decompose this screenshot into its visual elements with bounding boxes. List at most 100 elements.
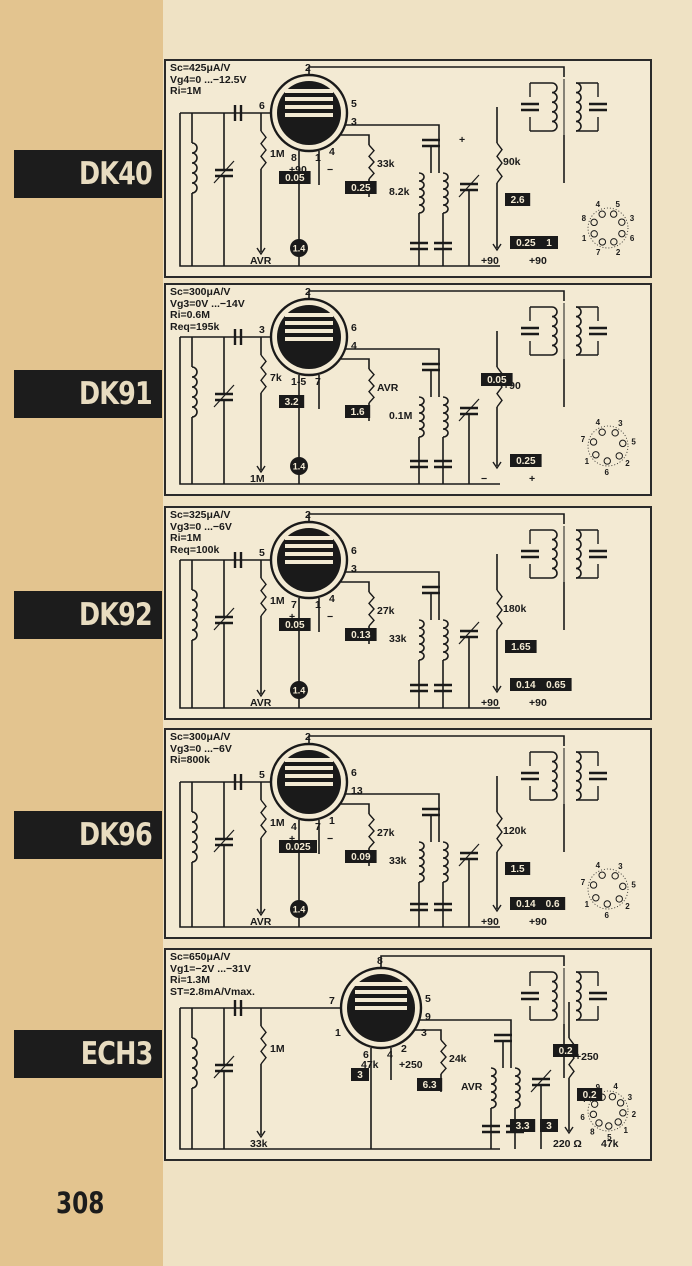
value-box-bg bbox=[505, 862, 531, 875]
tube-grid bbox=[285, 758, 333, 762]
component-label: 120k bbox=[503, 825, 527, 837]
spec-line: Sc=425μA/V bbox=[170, 62, 231, 74]
pin-label: 4 bbox=[387, 1049, 393, 1061]
socket-pin-label: 4 bbox=[596, 200, 601, 209]
oscillator-coil bbox=[418, 172, 425, 214]
socket-outline bbox=[587, 425, 629, 467]
spec-line: Ri=1M bbox=[170, 532, 202, 545]
socket-pin bbox=[615, 895, 623, 903]
component-label: − bbox=[327, 611, 333, 623]
value-box: 0.14 bbox=[510, 678, 542, 691]
schematic: 435261726341-577k1MAVR0.1M+90−+3.21.60.0… bbox=[179, 286, 636, 485]
value-box: 1.5 bbox=[505, 862, 531, 875]
spec-line: Ri=1.3M bbox=[170, 974, 210, 987]
input-coil bbox=[191, 142, 198, 194]
component-label: +250 bbox=[399, 1059, 423, 1071]
component-label: 1M bbox=[250, 473, 265, 485]
value-box-bg bbox=[345, 181, 377, 194]
avr-arrow bbox=[256, 689, 266, 698]
component-label: 8.2k bbox=[389, 186, 410, 198]
value-box: 0.65 bbox=[540, 678, 572, 691]
pin-label: 1 bbox=[329, 815, 335, 827]
value-box: 0.05 bbox=[279, 171, 311, 184]
grid-leak-resistor bbox=[260, 799, 267, 839]
pin-label: 5 bbox=[425, 993, 431, 1005]
value-box: 0.13 bbox=[345, 628, 377, 641]
socket-pin bbox=[598, 871, 606, 879]
avr-arrow bbox=[256, 247, 266, 256]
grid-capacitor bbox=[233, 329, 243, 345]
wire bbox=[345, 793, 440, 842]
socket-pin-label: 6 bbox=[630, 234, 635, 243]
pin-label: 6 bbox=[351, 767, 357, 779]
tube-grid bbox=[285, 97, 333, 101]
value-box-bg bbox=[510, 897, 542, 910]
spec-line: Sc=300μA/V bbox=[170, 731, 231, 743]
capacitor bbox=[521, 102, 539, 112]
value-box-text: 1.6 bbox=[351, 407, 365, 418]
oscillator-coil bbox=[514, 1067, 521, 1109]
tube-grid bbox=[355, 990, 407, 994]
component-label: 90k bbox=[503, 156, 521, 168]
wire bbox=[179, 559, 500, 709]
wire bbox=[308, 735, 565, 746]
component-label: AVR bbox=[250, 697, 272, 709]
pin-label: 4 bbox=[329, 146, 335, 158]
tube-grid bbox=[285, 321, 333, 325]
component-label: 1M bbox=[270, 817, 285, 829]
capacitor bbox=[521, 991, 539, 1001]
value-box-text: 3 bbox=[546, 1121, 552, 1132]
supply-resistor bbox=[496, 142, 503, 184]
component-label: 33k bbox=[377, 158, 395, 170]
component-label: 0.1M bbox=[389, 410, 413, 422]
tab-dk92: DK92 bbox=[14, 591, 162, 639]
oscillator-tuning-capacitor bbox=[460, 629, 478, 639]
pin-label: 1 bbox=[315, 599, 321, 611]
socket-pin bbox=[590, 218, 598, 227]
pin-label: 5 bbox=[259, 547, 265, 559]
value-box-text: 0.05 bbox=[285, 620, 305, 631]
value-box-text: 0.09 bbox=[351, 852, 371, 863]
value-box-text: 0.6 bbox=[546, 899, 560, 910]
coil bbox=[551, 971, 558, 1021]
pin-label: 2 bbox=[305, 62, 311, 74]
tube-grid bbox=[285, 552, 333, 556]
component-label: + bbox=[289, 611, 295, 623]
capacitor bbox=[589, 991, 607, 1001]
tuning-capacitor bbox=[215, 1063, 233, 1073]
capacitor bbox=[589, 549, 607, 559]
tab-label: ECH3 bbox=[80, 1036, 153, 1072]
socket-pin bbox=[603, 900, 611, 908]
socket-pin-label: 5 bbox=[607, 1133, 612, 1142]
variable-arrow bbox=[213, 829, 235, 853]
capacitor bbox=[410, 459, 428, 469]
value-box-bg bbox=[510, 1119, 536, 1132]
value-box-text: 0.25 bbox=[516, 238, 536, 249]
filament-badge-text: 1.4 bbox=[293, 462, 306, 472]
socket-pin-label: 3 bbox=[630, 214, 635, 223]
screen-resistor bbox=[368, 591, 375, 627]
component-label: − bbox=[481, 473, 487, 485]
value-box: 3 bbox=[351, 1068, 369, 1081]
tube-grid bbox=[355, 1006, 407, 1010]
value-box-bg bbox=[553, 1044, 579, 1057]
input-coil bbox=[191, 589, 198, 641]
wire bbox=[179, 336, 500, 485]
value-box-text: 3.2 bbox=[285, 397, 299, 408]
socket-pin-label: 5 bbox=[616, 200, 621, 209]
tube-grid bbox=[285, 89, 333, 93]
socket-outline bbox=[587, 1090, 629, 1132]
value-box: 3.3 bbox=[510, 1119, 536, 1132]
variable-arrow bbox=[213, 384, 235, 408]
pin-label: 1 bbox=[335, 1027, 341, 1039]
tab-dk40: DK40 bbox=[14, 150, 162, 198]
tuning-capacitor bbox=[215, 615, 233, 625]
